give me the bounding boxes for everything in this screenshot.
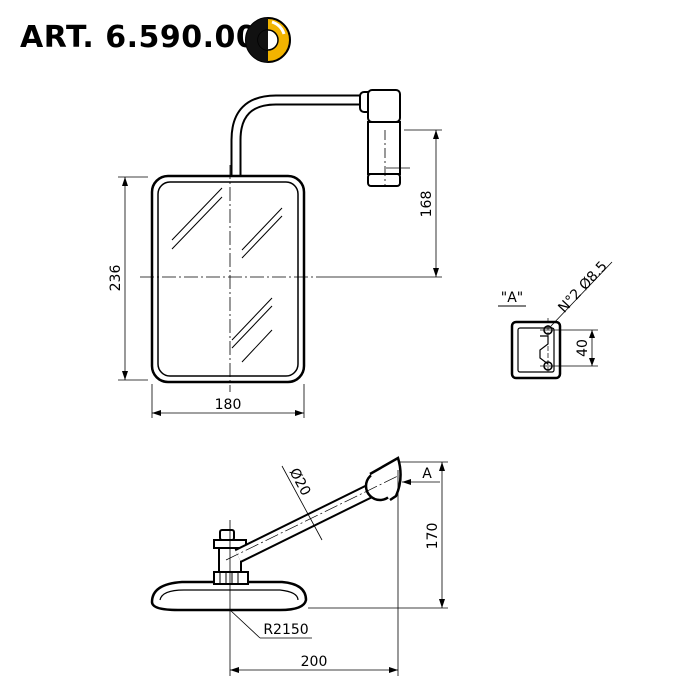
side-width-dimension: 200	[301, 654, 328, 670]
mirror-radius-dimension: R2150	[263, 622, 308, 638]
article-title: ART. 6.590.001	[20, 20, 279, 55]
side-height-dimension: 170	[425, 523, 441, 550]
arm-height-dimension: 168	[419, 191, 435, 218]
detail-a-label: "A"	[501, 290, 523, 306]
front-view	[118, 89, 442, 418]
holes-dimension: N°2 Ø8.5	[555, 258, 610, 316]
tube-diameter-dimension: Ø20	[286, 466, 314, 499]
front-height-dimension: 236	[108, 265, 124, 292]
side-view	[150, 456, 448, 676]
view-a-marker: A	[422, 466, 432, 482]
detail-a-view	[498, 261, 613, 380]
brand-logo-icon	[245, 17, 291, 63]
hole-spacing-dimension: 40	[575, 339, 591, 357]
front-width-dimension: 180	[215, 397, 242, 413]
